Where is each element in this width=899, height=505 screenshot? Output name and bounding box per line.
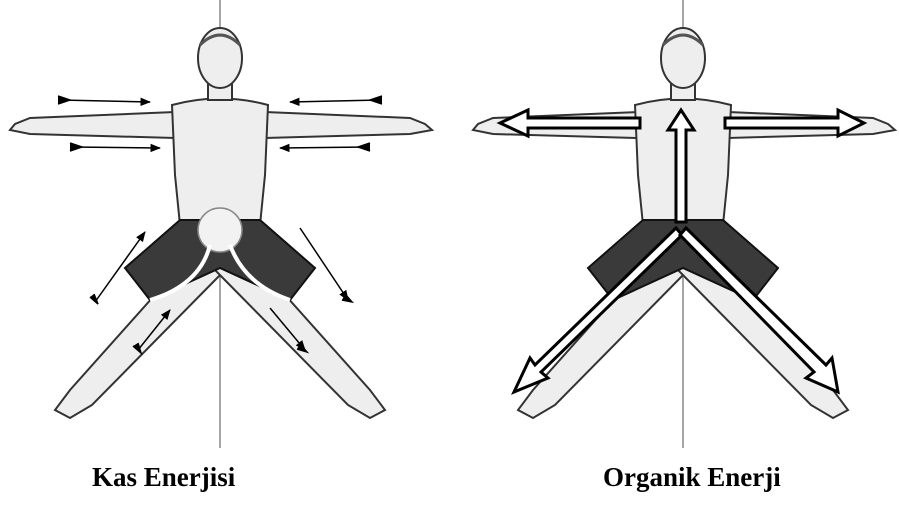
right-panel bbox=[473, 0, 895, 448]
arrow-right-arm-lower bbox=[280, 147, 368, 148]
caption-muscular-energy: Kas Enerjisi bbox=[92, 462, 235, 493]
arrow-right-arm-upper bbox=[290, 100, 380, 102]
pelvis-center-circle bbox=[198, 208, 242, 252]
caption-organic-energy: Organik Enerji bbox=[603, 462, 781, 493]
left-panel bbox=[10, 0, 432, 448]
arrow-left-arm-upper bbox=[60, 100, 150, 102]
arrow-outward-left-leg bbox=[514, 228, 682, 392]
arrow-left-arm-lower bbox=[72, 147, 160, 148]
